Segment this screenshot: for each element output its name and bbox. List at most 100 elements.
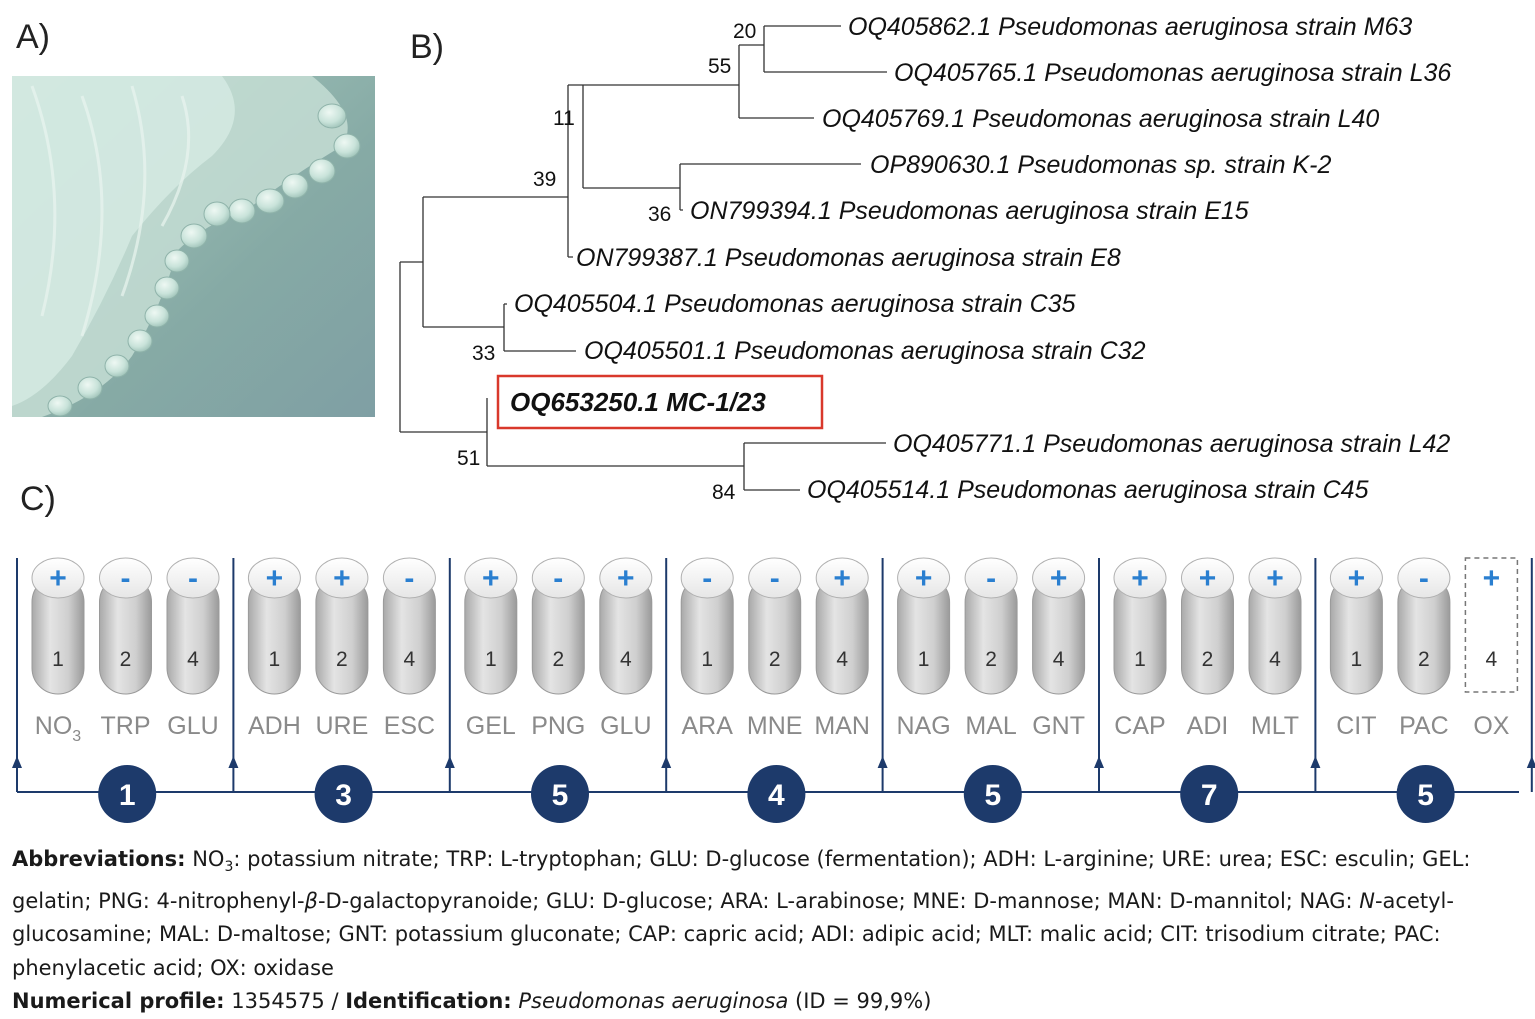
leaf-label: OQ405771.1 Pseudomonas aeruginosa strain… [893, 430, 1450, 458]
test-code: PAC [1399, 712, 1449, 740]
identification-id: (ID = 99,9%) [788, 989, 932, 1014]
oxidase-box [1464, 557, 1519, 693]
tube-cap [1329, 557, 1383, 599]
leaf-label: ON799387.1 Pseudomonas aeruginosa strain… [576, 244, 1121, 272]
leaf-label: OQ405765.1 Pseudomonas aeruginosa strain… [894, 59, 1451, 87]
bootstrap-value: 51 [457, 447, 480, 470]
test-weight: 1 [485, 648, 497, 671]
test-weight: 1 [701, 648, 713, 671]
tube-cap [1113, 557, 1167, 599]
result-sign: - [404, 562, 414, 595]
bootstrap-value: 33 [472, 342, 495, 365]
test-weight: 4 [1269, 648, 1281, 671]
group-total-badge [1180, 765, 1239, 823]
test-code: GNT [1032, 712, 1085, 740]
group-total-badge [1396, 765, 1455, 823]
test-code: URE [316, 712, 369, 740]
group-total-badge [963, 765, 1022, 823]
test-code: MAN [814, 712, 870, 740]
tree-branches [399, 25, 887, 491]
result-sign: - [553, 562, 563, 595]
divider-arrow [661, 756, 672, 768]
tube-cap [599, 557, 653, 599]
panel-label-b: B) [410, 28, 444, 66]
leaf-label: OP890630.1 Pseudomonas sp. strain K-2 [870, 151, 1331, 179]
tube-cap [1181, 557, 1234, 599]
bootstrap-value: 39 [533, 168, 556, 191]
group-total-value: 5 [1417, 779, 1434, 812]
tube-cap [748, 557, 802, 599]
result-sign: - [1419, 562, 1429, 595]
test-weight: 2 [552, 648, 564, 671]
group-total-value: 1 [119, 779, 136, 812]
tube-cap [464, 557, 518, 599]
tube-cap [897, 557, 951, 599]
test-code: MAL [965, 712, 1017, 740]
colony-photo [12, 76, 375, 417]
divider-arrow [444, 756, 455, 768]
result-sign: + [49, 562, 67, 595]
test-weight: 4 [404, 648, 416, 671]
test-weight: 2 [1418, 648, 1430, 671]
result-sign: + [833, 562, 851, 595]
group-total-value: 4 [768, 779, 785, 812]
api-strip: +1NO3-2TRP-4GLU1+1ADH+2URE-4ESC3+1GEL-2P… [12, 557, 1535, 823]
divider-arrow [877, 756, 888, 768]
tube-cap [680, 557, 734, 599]
test-code: ARA [681, 712, 733, 740]
test-weight: 1 [918, 648, 930, 671]
divider-arrow [12, 756, 22, 768]
tube-cap [964, 557, 1018, 599]
bootstrap-value: 55 [708, 55, 731, 78]
group-total-badge [314, 765, 373, 823]
profile-value: 1354575 / [224, 989, 346, 1014]
test-weight: 4 [187, 648, 199, 671]
bootstrap-values: 20 55 11 39 36 33 51 84 [457, 20, 756, 504]
test-weight: 2 [985, 648, 997, 671]
test-code: NO3 [35, 712, 82, 745]
leaf-label: OQ405769.1 Pseudomonas aeruginosa strain… [822, 105, 1379, 133]
leaf-label: OQ405504.1 Pseudomonas aeruginosa strain… [514, 290, 1076, 318]
leaf-label: OQ405862.1 Pseudomonas aeruginosa strain… [848, 13, 1412, 41]
bootstrap-value: 36 [648, 203, 671, 226]
group-total-value: 5 [552, 779, 569, 812]
identification-species: Pseudomonas aeruginosa [518, 989, 789, 1014]
test-weight: 4 [1486, 648, 1498, 671]
identification-label: Identification: [345, 989, 512, 1014]
no3-prefix: NO [192, 847, 225, 871]
profile-label: Numerical profile: [12, 989, 225, 1014]
tube-cap [166, 557, 220, 599]
figure-caption: Abbreviations: NO3: potassium nitrate; T… [12, 843, 1522, 1019]
result-sign: + [266, 562, 284, 595]
result-sign: + [1131, 562, 1149, 595]
result-sign: - [702, 562, 712, 595]
test-code: ESC [384, 712, 435, 740]
test-weight: 2 [1202, 648, 1214, 671]
group-total-badge [531, 765, 589, 823]
test-weight: 4 [1053, 648, 1065, 671]
result-sign: + [1483, 562, 1501, 595]
tree-leaf-labels: OQ405862.1 Pseudomonas aeruginosa strain… [496, 13, 1451, 504]
test-code: ADI [1187, 712, 1229, 740]
test-code: GEL [466, 712, 516, 740]
highlight-box [496, 374, 824, 430]
result-sign: + [1199, 562, 1217, 595]
divider-arrow [228, 756, 239, 768]
abbreviations-text-2: -D-galactopyranoide; GLU: D-glucose; ARA… [317, 888, 1360, 913]
n-italic: N [1359, 888, 1375, 913]
test-code: GLU [600, 712, 651, 740]
result-sign: + [482, 562, 500, 595]
result-sign: + [1266, 562, 1284, 595]
tube-cap [99, 557, 152, 599]
result-sign: - [986, 562, 996, 595]
leaf-label: OQ405501.1 Pseudomonas aeruginosa strain… [584, 337, 1146, 365]
